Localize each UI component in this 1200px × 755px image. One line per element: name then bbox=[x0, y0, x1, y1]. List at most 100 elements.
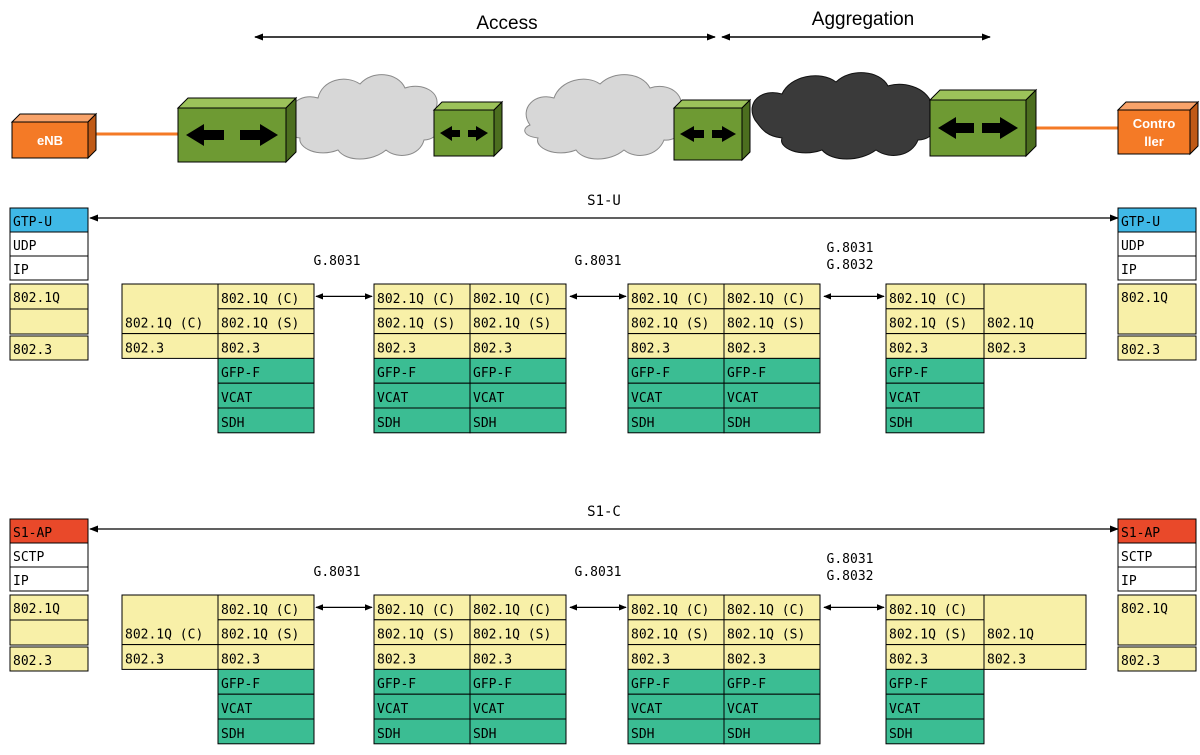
protocol-stacks: S1-UGTP-UUDPIP802.1Q802.3GTP-UUDPIP802.1… bbox=[9, 193, 1197, 745]
s-tag-cell-text: 802.1Q (S) bbox=[631, 317, 709, 332]
app-layer-cell: S1-AP bbox=[9, 518, 89, 544]
vcat-cell: VCAT bbox=[217, 382, 315, 409]
stack-node-3: 802.1Q (C)802.1Q (S)802.3GFP-FVCATSDH802… bbox=[627, 283, 821, 434]
vcat-cell: VCAT bbox=[373, 693, 471, 720]
s-tag-cell: 802.1Q (S) bbox=[627, 619, 725, 646]
eth-cell-text: 802.3 bbox=[987, 341, 1026, 356]
dot3-cell-text: 802.3 bbox=[13, 343, 52, 358]
stack-node-4: 802.1Q (C)802.1Q (S)802.3GFP-FVCATSDH802… bbox=[885, 594, 1087, 745]
vcat-cell-text: VCAT bbox=[221, 702, 252, 717]
dot1q-text: 802.1Q bbox=[13, 291, 60, 306]
gfp-cell-text: GFP-F bbox=[889, 366, 928, 381]
eth-cell-text: 802.3 bbox=[125, 652, 164, 667]
transport-layer-cell-text: SCTP bbox=[1121, 550, 1152, 565]
c-tag-cell-text: 802.1Q (C) bbox=[727, 292, 805, 307]
eth-cell-text: 802.3 bbox=[377, 341, 416, 356]
dot3-cell: 802.3 bbox=[9, 646, 89, 672]
plain-q-text: 802.1Q bbox=[987, 628, 1034, 643]
vcat-cell-text: VCAT bbox=[377, 391, 408, 406]
c-tag-cell-text: 802.1Q (C) bbox=[221, 292, 299, 307]
s-tag-cell: 802.1Q (S) bbox=[885, 619, 985, 646]
dot3-cell: 802.3 bbox=[1117, 646, 1197, 672]
span-label: S1-C bbox=[587, 504, 621, 520]
s-tag-cell: 802.1Q (S) bbox=[885, 308, 985, 335]
dot3-cell: 802.3 bbox=[9, 335, 89, 361]
eth-cell: 802.3 bbox=[627, 333, 725, 359]
sdh-cell: SDH bbox=[373, 407, 471, 434]
gfp-cell: GFP-F bbox=[373, 668, 471, 695]
dot3-cell-text: 802.3 bbox=[1121, 654, 1160, 669]
protection-standard-label: G.8031 bbox=[827, 241, 874, 256]
c-tag-cell-text: 802.1Q (C) bbox=[473, 292, 551, 307]
gfp-cell: GFP-F bbox=[627, 668, 725, 695]
c-tag-cell: 802.1Q (C) bbox=[469, 594, 567, 621]
c-tag-cell: 802.1Q (C) bbox=[373, 283, 471, 310]
blank-cell bbox=[121, 283, 219, 335]
gfp-cell-text: GFP-F bbox=[221, 677, 260, 692]
sdh-cell: SDH bbox=[627, 407, 725, 434]
c-tag-cell: 802.1Q (C) bbox=[723, 283, 821, 310]
eth-cell: 802.3 bbox=[217, 644, 315, 670]
c-tag-cell-text: 802.1Q (C) bbox=[727, 603, 805, 618]
s-tag-cell: 802.1Q (S) bbox=[723, 308, 821, 335]
vcat-cell-text: VCAT bbox=[889, 702, 920, 717]
eth-cell-text: 802.3 bbox=[473, 341, 512, 356]
vcat-cell: VCAT bbox=[885, 382, 985, 409]
s-tag-cell-text: 802.1Q (S) bbox=[727, 628, 805, 643]
gfp-cell: GFP-F bbox=[217, 357, 315, 384]
network-layer-cell: IP bbox=[1117, 255, 1197, 281]
vcat-cell-text: VCAT bbox=[727, 702, 758, 717]
vcat-cell: VCAT bbox=[723, 382, 821, 409]
s-tag-cell: 802.1Q (S) bbox=[627, 308, 725, 335]
vcat-cell: VCAT bbox=[373, 382, 471, 409]
app-layer-cell: GTP-U bbox=[1117, 207, 1197, 233]
app-layer-cell: S1-AP bbox=[1117, 518, 1197, 544]
s-tag-cell-text: 802.1Q (S) bbox=[473, 317, 551, 332]
s-tag-cell: 802.1Q (S) bbox=[469, 619, 567, 646]
protection-standard-label: G.8031 bbox=[575, 254, 622, 269]
panel-s1-c: S1-CS1-APSCTPIP802.1Q802.3S1-APSCTPIP802… bbox=[9, 504, 1197, 745]
protection-standard-label: G.8031 bbox=[314, 565, 361, 580]
access-cloud-1 bbox=[286, 74, 444, 160]
eth-cell: 802.3 bbox=[885, 644, 985, 670]
sdh-cell: SDH bbox=[469, 718, 567, 745]
eth-cell: 802.3 bbox=[373, 333, 471, 359]
s-tag-cell: 802.1Q (S) bbox=[373, 308, 471, 335]
plain-q-text: 802.1Q bbox=[987, 317, 1034, 332]
sdh-cell-text: SDH bbox=[889, 416, 912, 431]
gfp-cell: GFP-F bbox=[885, 668, 985, 695]
sdh-cell-text: SDH bbox=[221, 416, 244, 431]
controller-label-line2: ller bbox=[1144, 134, 1164, 149]
gfp-cell-text: GFP-F bbox=[473, 366, 512, 381]
gfp-cell: GFP-F bbox=[723, 668, 821, 695]
sdh-cell: SDH bbox=[217, 407, 315, 434]
transport-layer-cell-text: UDP bbox=[1121, 239, 1145, 254]
eth-cell-text: 802.3 bbox=[889, 341, 928, 356]
vcat-cell: VCAT bbox=[469, 382, 567, 409]
c-tag-cell-text: 802.1Q (C) bbox=[631, 292, 709, 307]
eth-cell: 802.3 bbox=[469, 644, 567, 670]
transport-layer-cell: SCTP bbox=[1117, 542, 1197, 568]
eth-cell-text: 802.3 bbox=[727, 652, 766, 667]
eth-cell-text: 802.3 bbox=[125, 341, 164, 356]
bidirectional-arrow-icon bbox=[680, 126, 736, 142]
c-tag-cell-text: 802.1Q (C) bbox=[889, 292, 967, 307]
sdh-cell-text: SDH bbox=[221, 727, 244, 742]
c-tag-cell: 802.1Q (C) bbox=[373, 594, 471, 621]
gfp-cell-text: GFP-F bbox=[377, 677, 416, 692]
network-layer-cell: IP bbox=[9, 566, 89, 592]
eth-cell: 802.3 bbox=[121, 333, 219, 359]
gfp-cell: GFP-F bbox=[885, 357, 985, 384]
transport-layer-cell: SCTP bbox=[9, 542, 89, 568]
eth-cell-text: 802.3 bbox=[221, 341, 260, 356]
eth-cell-text: 802.3 bbox=[631, 652, 670, 667]
s-tag-cell: 802.1Q (S) bbox=[469, 308, 567, 335]
network-layer-cell-text: IP bbox=[13, 574, 29, 589]
gfp-cell-text: GFP-F bbox=[889, 677, 928, 692]
eth-cell-text: 802.3 bbox=[889, 652, 928, 667]
